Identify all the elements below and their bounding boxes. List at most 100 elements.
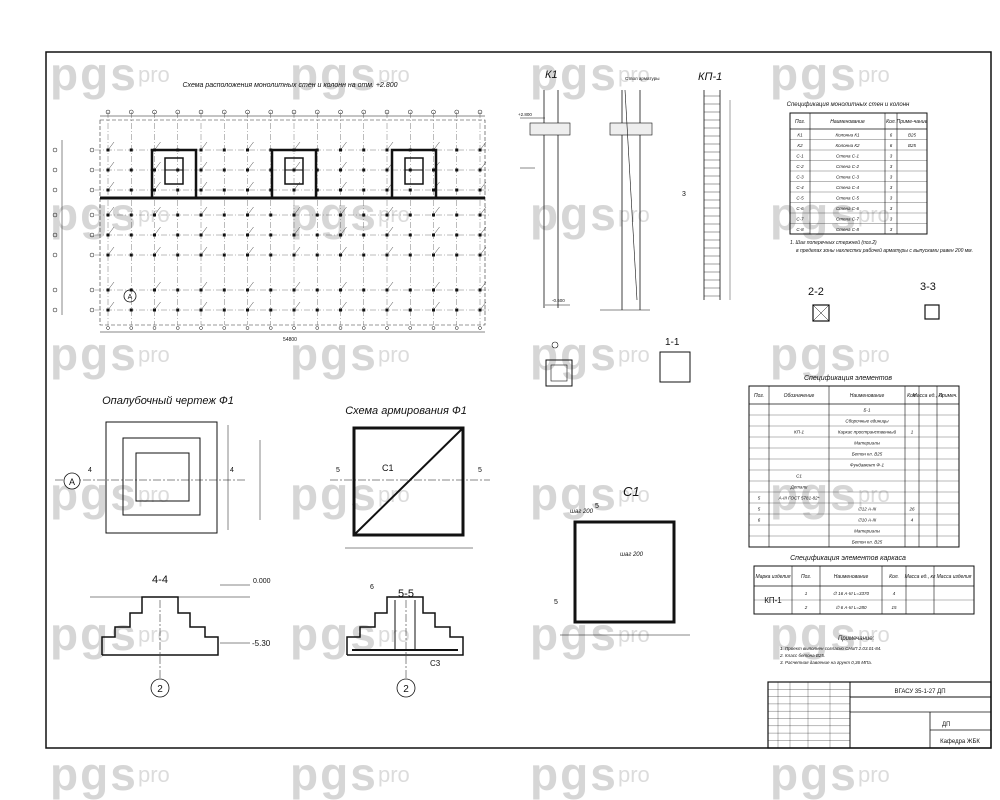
table-cell: Бетон кл. В25 (852, 452, 883, 457)
title-block: ВГАСУ 35-1-27 ДП ДП Кафедра ЖБК (767, 681, 992, 749)
table-cell: Сборочные единицы (845, 419, 889, 424)
kp1-pos-label: 3 (682, 191, 686, 198)
table-cell: Колонна К2 (836, 143, 860, 148)
watermark-suffix: pro (138, 762, 170, 787)
table-cell: С-1 (796, 153, 804, 158)
c1-pos: 5 (595, 503, 599, 510)
watermark-suffix: pro (618, 202, 650, 227)
column-note: Ствол арматуры (625, 76, 659, 81)
table-cell: 4 (911, 518, 914, 523)
table-cell: С-3 (796, 174, 804, 179)
watermark-suffix: pro (378, 762, 410, 787)
c1-title: С1 (623, 484, 640, 499)
table-cell: 3 (890, 227, 893, 232)
spec-elements-title: Спецификация элементов (804, 375, 892, 382)
formwork-axis-label: А (69, 477, 75, 487)
stamp-department: Кафедра ЖБК (940, 739, 980, 745)
table-cell: 2 (804, 605, 808, 610)
watermark-brand: pgs (530, 188, 618, 240)
table-header: Масса ед., кг (905, 574, 936, 580)
table-cell: ∅12 А-III (858, 507, 877, 512)
table-cell: Стена С-6 (836, 206, 859, 211)
notes-item-1: 1. Проект выполнен согласно СНиП 2.03.01… (780, 646, 881, 651)
table-cell: К1 (797, 132, 803, 137)
table-header: Примеч. (938, 393, 957, 399)
watermark-suffix: pro (858, 482, 890, 507)
watermark-suffix: pro (858, 62, 890, 87)
watermark-brand: pgs (530, 328, 618, 380)
table-cell: 3 (890, 195, 893, 200)
column-section-small (545, 341, 573, 387)
c1-step-2: шаг 200 (620, 552, 644, 558)
watermark-suffix: pro (378, 62, 410, 87)
table-cell: 3 (890, 206, 893, 211)
watermark-suffix: pro (618, 622, 650, 647)
table-cell: 3 (890, 216, 893, 221)
spec-walls-note: 1. Шаг поперечных стержней (поз.2)в пред… (790, 239, 973, 254)
reinf-cut-left: 5 (336, 467, 340, 474)
watermark-suffix: pro (378, 342, 410, 367)
stair-core-1 (150, 148, 198, 200)
table-cell: В25 (908, 143, 917, 148)
spec-frame: Спецификация элементов каркаса Марка изд… (753, 555, 975, 615)
plan-axis-label: А (128, 294, 133, 301)
sheet-frame (45, 51, 992, 749)
table-cell: 3 (890, 153, 893, 158)
table-cell: 6 (758, 518, 761, 523)
table-cell: ∅ 16 А-III L=3370 (833, 591, 870, 596)
formwork-title: Опалубочный чертеж Ф1 (102, 395, 234, 407)
plan-total-dimension: 54800 (283, 337, 297, 343)
watermark-brand: pgs (290, 48, 378, 100)
watermark-suffix: pro (858, 202, 890, 227)
formwork-f1: Опалубочный чертеж Ф1 А 4 4 (55, 395, 261, 534)
table-cell: 1 (911, 430, 914, 435)
table-header: Масса ед., кг (913, 393, 944, 399)
section-2-2: 2-2 (808, 286, 830, 322)
spec-walls-note-line: в пределах зоны нахлестки рабочей армату… (796, 247, 973, 254)
watermark-suffix: pro (618, 762, 650, 787)
watermark-brand: pgs (770, 188, 858, 240)
table-cell: Б-1 (864, 408, 871, 413)
sec55-label-c3: С3 (430, 659, 441, 668)
table-header: Масса изделия (937, 574, 972, 580)
table-cell: 6 (890, 143, 893, 148)
watermark-suffix: pro (378, 622, 410, 647)
reinforcement-f1: Схема армирования Ф1 С1 5 5 (330, 405, 490, 549)
table-cell: Стена С-3 (836, 174, 859, 179)
table-header: Приме-чание (897, 119, 928, 125)
plan-drawing: Схема расположения монолитных стен и кол… (52, 82, 490, 343)
c1-step-1: шаг 200 (570, 509, 594, 515)
table-cell: С-6 (796, 206, 804, 211)
section-1-1: 1-1 (659, 337, 691, 383)
reinf-cut-right: 5 (478, 467, 482, 474)
table-cell: К2 (797, 143, 803, 148)
table-cell: С-5 (796, 195, 804, 200)
watermark-brand: pgs (530, 608, 618, 660)
section-3-3-title: 3-3 (920, 281, 936, 293)
table-cell: 5 (758, 496, 761, 501)
formwork-cut-left: 4 (88, 467, 92, 474)
sec44-elev-top: 0.000 (253, 578, 271, 585)
spec-walls-note-line: 1. Шаг поперечных стержней (поз.2) (790, 239, 877, 246)
table-cell: Материалы (854, 529, 881, 534)
table-cell: С-8 (796, 227, 804, 232)
column-k1: К1 +2.800 -0.600 (518, 69, 571, 308)
watermark-suffix: pro (378, 202, 410, 227)
watermark-suffix: pro (138, 622, 170, 647)
plan-title: Схема расположения монолитных стен и кол… (182, 82, 397, 89)
table-cell: Каркас пространственный (838, 429, 897, 435)
table-header: Наименование (834, 574, 869, 580)
table-cell: А-III ГОСТ 5781-82* (778, 496, 820, 501)
table-cell: Стена С-2 (836, 164, 859, 169)
watermark-brand: pgs (770, 608, 858, 660)
table-header: Кол. (886, 119, 896, 125)
watermark-brand: pgs (290, 468, 378, 520)
table-cell: ∅10 А-III (858, 518, 877, 523)
table-cell: С1 (796, 474, 802, 479)
watermark-brand: pgs (530, 48, 618, 100)
c1-pos-left: 5 (554, 599, 558, 606)
table-cell: 1 (805, 591, 808, 596)
table-header: Поз. (754, 393, 764, 399)
watermark-brand: pgs (50, 748, 138, 800)
